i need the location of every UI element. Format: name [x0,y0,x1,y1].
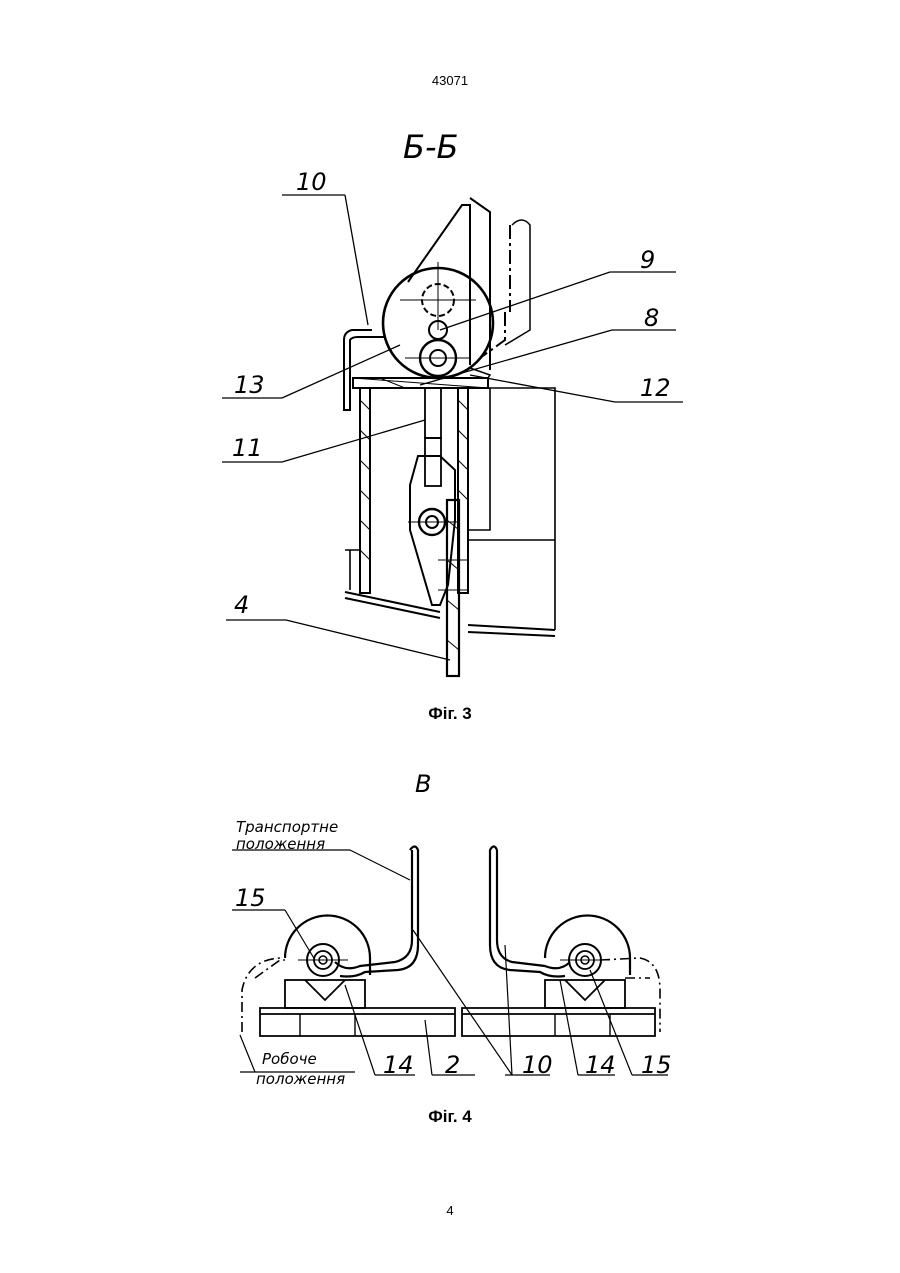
callout-9: 9 [640,246,655,274]
callout-15-left: 15 [235,884,266,912]
callout-12: 12 [640,374,671,402]
figure-4-caption: Фіг. 4 [0,1107,900,1127]
callout-14-right: 14 [585,1051,616,1079]
figure-3-drawing: Б-Б 10 9 8 13 12 11 4 [0,0,900,700]
callout-13: 13 [234,371,265,399]
page-number: 4 [0,1203,900,1218]
section-label: Б-Б [403,128,458,166]
figure-3-caption: Фіг. 3 [0,704,900,724]
callout-4: 4 [234,591,249,619]
transport-label-line1: Транспортне [236,818,338,836]
callout-2: 2 [445,1051,460,1079]
callout-10-fig4: 10 [522,1051,553,1079]
work-label-line1: Робоче [262,1050,317,1068]
callout-15-right: 15 [641,1051,672,1079]
callout-10: 10 [296,168,327,196]
transport-label-line2: положення [236,835,325,853]
view-label: В [415,770,431,798]
callout-8: 8 [644,304,659,332]
callout-14-left: 14 [383,1051,414,1079]
callout-11: 11 [232,434,263,462]
work-label-line2: положення [256,1070,345,1088]
